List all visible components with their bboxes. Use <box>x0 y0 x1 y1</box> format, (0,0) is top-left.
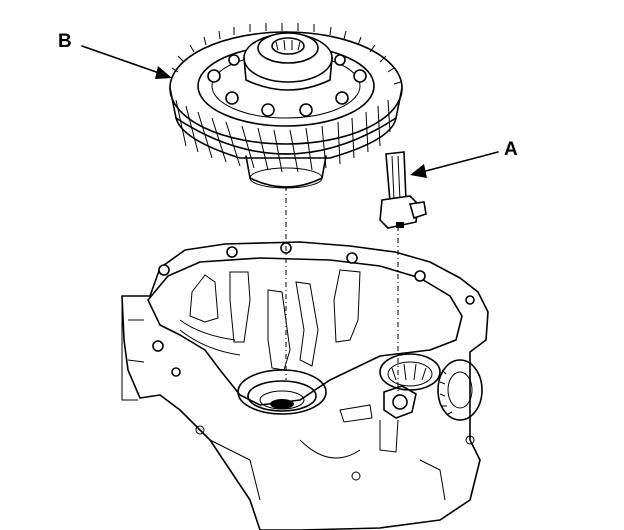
differential-carrier-hub <box>243 32 333 91</box>
housing-rib-5 <box>333 269 361 343</box>
gear-teeth <box>171 23 402 173</box>
callout-label-a: A <box>504 139 518 160</box>
carrier-lower-boss <box>245 155 327 189</box>
housing-lower-bolt-holes <box>195 425 475 481</box>
sensor-tip <box>396 222 404 228</box>
housing-rib-2 <box>229 271 251 343</box>
housing-inner-rim <box>147 257 463 406</box>
callout-leader-b <box>81 45 172 79</box>
sensor-connector <box>408 201 427 220</box>
callout-leader-a <box>410 151 499 178</box>
differential-ring-gear <box>169 23 403 189</box>
sensor-body <box>379 195 419 229</box>
differential-bearing-bore <box>237 369 327 415</box>
adjacent-shaft-gear <box>437 359 483 421</box>
callout-label-b: B <box>58 31 72 52</box>
housing-left-wall <box>121 296 145 401</box>
housing-rib-1 <box>189 274 219 323</box>
transmission-housing <box>121 241 489 530</box>
alignment-centerlines <box>285 186 399 395</box>
sensor-probe <box>385 151 407 203</box>
ring-gear-bolts <box>207 54 367 117</box>
housing-curved-web <box>179 319 241 356</box>
sensor-mounting-boss <box>379 385 417 453</box>
shaft-bearing-bore <box>379 353 441 391</box>
housing-rib-4 <box>295 281 319 367</box>
housing-outer-flange <box>121 241 489 530</box>
housing-lower-casting <box>209 404 446 501</box>
housing-rib-3 <box>267 289 291 371</box>
speed-sensor <box>379 151 427 229</box>
